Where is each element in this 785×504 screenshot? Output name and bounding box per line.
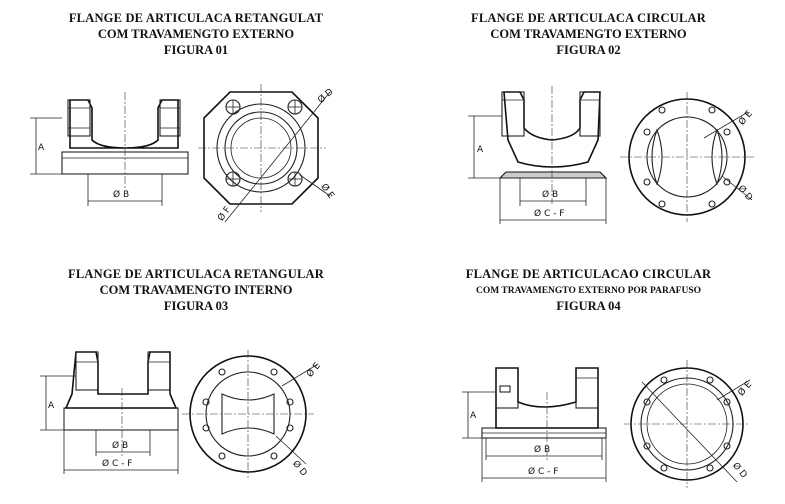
figure-03-title-line1: FLANGE DE ARTICULACA RETANGULAR bbox=[68, 267, 324, 281]
figure-04-title-line2: COM TRAVAMENGTO EXTERNO POR PARAFUSO bbox=[475, 286, 702, 296]
figure-02-panel: FLANGE DE ARTICULACA CIRCULAR COM TRAVAM… bbox=[392, 0, 785, 252]
figure-02-label-e: Ø E bbox=[736, 108, 755, 127]
figure-03-front-view: Ø E Ø D bbox=[182, 350, 323, 478]
figure-03-figure-label: FIGURA 03 bbox=[163, 299, 229, 313]
figure-03-label-d: Ø D bbox=[290, 458, 309, 478]
figure-01-title-line1: FLANGE DE ARTICULACA RETANGULAT bbox=[68, 11, 324, 25]
figure-01-side-view: A Ø B bbox=[30, 92, 189, 206]
figure-03-label-e: Ø E bbox=[304, 360, 323, 379]
figure-01-figure-label: FIGURA 01 bbox=[163, 43, 229, 57]
figure-01-label-b: Ø B bbox=[113, 189, 129, 200]
figure-04-label-cf: Ø C - F bbox=[528, 466, 558, 477]
figure-02-drawing: A Ø B Ø C - F Ø E Ø D bbox=[468, 86, 755, 224]
figure-02-title-line1: FLANGE DE ARTICULACA CIRCULAR bbox=[471, 11, 706, 25]
figure-04-label-e: Ø E bbox=[736, 379, 755, 398]
figure-02-title-line2: COM TRAVAMENGTO EXTERNO bbox=[490, 27, 687, 41]
figure-03-label-a: A bbox=[48, 401, 55, 411]
figure-04-panel: FLANGE DE ARTICULACAO CIRCULAR COM TRAVA… bbox=[392, 252, 785, 504]
figure-02-label-d: Ø D bbox=[736, 183, 755, 203]
figure-01-title-line2: COM TRAVAMENGTO EXTERNO bbox=[97, 27, 295, 41]
figure-04-figure-label: FIGURA 04 bbox=[556, 299, 621, 313]
figure-02-side-view: A Ø B Ø C - F bbox=[468, 86, 608, 224]
figure-03-title-line2: COM TRAVAMENGTO INTERNO bbox=[99, 283, 293, 297]
figure-04-front-view: Ø E Ø D bbox=[624, 360, 754, 488]
figure-02-label-cf: Ø C - F bbox=[534, 208, 564, 219]
figure-03-panel: FLANGE DE ARTICULACA RETANGULAR COM TRAV… bbox=[0, 252, 392, 504]
figure-02-label-a: A bbox=[477, 145, 484, 155]
figure-04-drawing: A Ø B Ø C - F Ø E Ø D bbox=[462, 360, 754, 488]
figure-03-side-view: A Ø B Ø C - F bbox=[40, 351, 179, 474]
figure-04-title-line1: FLANGE DE ARTICULACAO CIRCULAR bbox=[465, 267, 712, 281]
figure-01-panel: FLANGE DE ARTICULACA RETANGULAT COM TRAV… bbox=[0, 0, 392, 252]
figure-01-label-d: Ø D bbox=[316, 86, 336, 105]
figure-01-label-f: Ø F bbox=[215, 205, 233, 224]
figure-04-side-view: A Ø B Ø C - F bbox=[462, 367, 607, 482]
figure-01-label-a: A bbox=[38, 143, 45, 153]
figure-04-label-b: Ø B bbox=[534, 444, 550, 455]
figure-02-label-b: Ø B bbox=[542, 189, 558, 200]
figure-04-label-a: A bbox=[470, 411, 477, 421]
figure-03-drawing: A Ø B Ø C - F Ø E Ø D bbox=[40, 350, 323, 478]
figure-01-front-view: Ø D Ø E Ø F bbox=[198, 84, 337, 223]
figure-03-label-b: Ø B bbox=[112, 440, 128, 451]
figure-01-drawing: A Ø B Ø D Ø E Ø F bbox=[30, 84, 337, 223]
figure-03-label-cf: Ø C - F bbox=[102, 458, 132, 469]
figure-02-figure-label: FIGURA 02 bbox=[556, 43, 621, 57]
figure-02-front-view: Ø E Ø D bbox=[620, 92, 755, 222]
figure-01-label-e: Ø E bbox=[318, 182, 336, 201]
